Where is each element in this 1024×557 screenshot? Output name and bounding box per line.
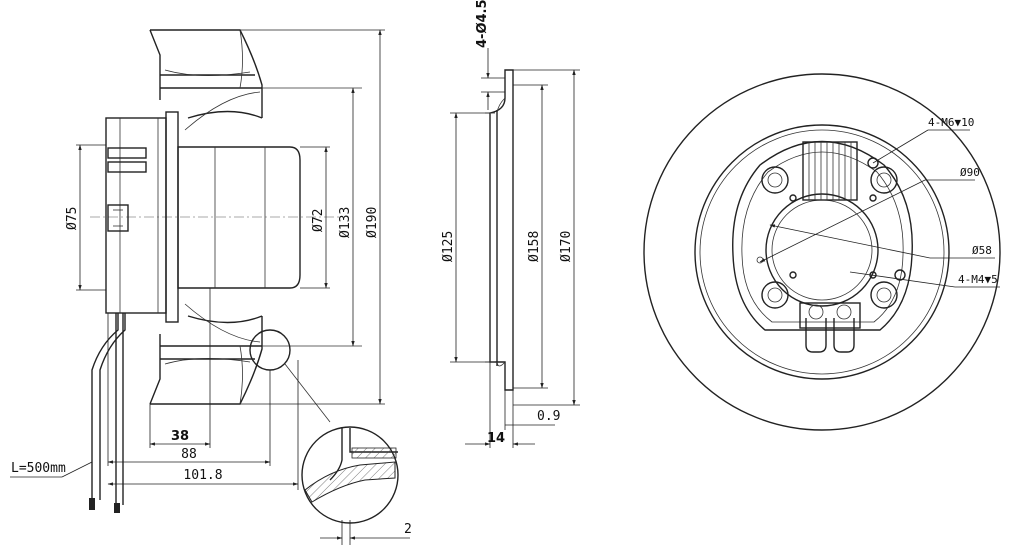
label-m4: 4-M4▼5 xyxy=(958,273,998,286)
dim-d190: Ø190 xyxy=(365,207,380,238)
dim-14: 14 xyxy=(487,431,505,446)
cable-length-label: L=500mm xyxy=(11,461,66,476)
front-view: 4-M6▼10 Ø90 Ø58 4-M4▼5 xyxy=(643,73,1001,431)
impeller-top-outline xyxy=(150,29,263,118)
dim-88: 88 xyxy=(181,447,197,462)
dim-d158: Ø158 xyxy=(527,231,542,262)
detail-view: 2 xyxy=(301,426,412,545)
dim-101-8: 101.8 xyxy=(183,468,222,483)
label-d58: Ø58 xyxy=(972,244,992,257)
dim-holes-top: 4-Ø4.5 xyxy=(475,0,490,48)
ring-profile xyxy=(489,69,514,391)
cable-1 xyxy=(91,313,119,500)
dim-0-9: 0.9 xyxy=(537,409,560,424)
inner-circle xyxy=(694,124,950,380)
dim-d75: Ø75 xyxy=(65,207,80,230)
dim-2: 2 xyxy=(404,522,412,537)
cooling-fins xyxy=(802,141,858,201)
side-view: Ø75 Ø72 Ø133 Ø190 38 88 101.8 L=500mm xyxy=(10,29,412,545)
outer-circle xyxy=(643,73,1001,431)
dim-d133: Ø133 xyxy=(338,207,353,238)
motor-rear-housing xyxy=(105,117,167,314)
label-d90: Ø90 xyxy=(960,166,980,179)
detail-marker-circle xyxy=(249,329,291,371)
dim-38: 38 xyxy=(171,429,189,444)
mount-bosses xyxy=(761,166,898,309)
motor-plate xyxy=(732,140,913,331)
label-m6: 4-M6▼10 xyxy=(928,116,974,129)
impeller-bottom-outline xyxy=(150,316,263,405)
dim-d170: Ø170 xyxy=(559,231,574,262)
dim-d72: Ø72 xyxy=(311,209,326,232)
hub-circle xyxy=(765,193,879,307)
cable-glands xyxy=(799,302,861,353)
motor-rotor xyxy=(177,146,301,289)
ring-section: Ø125 Ø158 Ø170 4-Ø4.5 14 0.9 xyxy=(441,0,580,448)
dim-d125: Ø125 xyxy=(441,231,456,262)
